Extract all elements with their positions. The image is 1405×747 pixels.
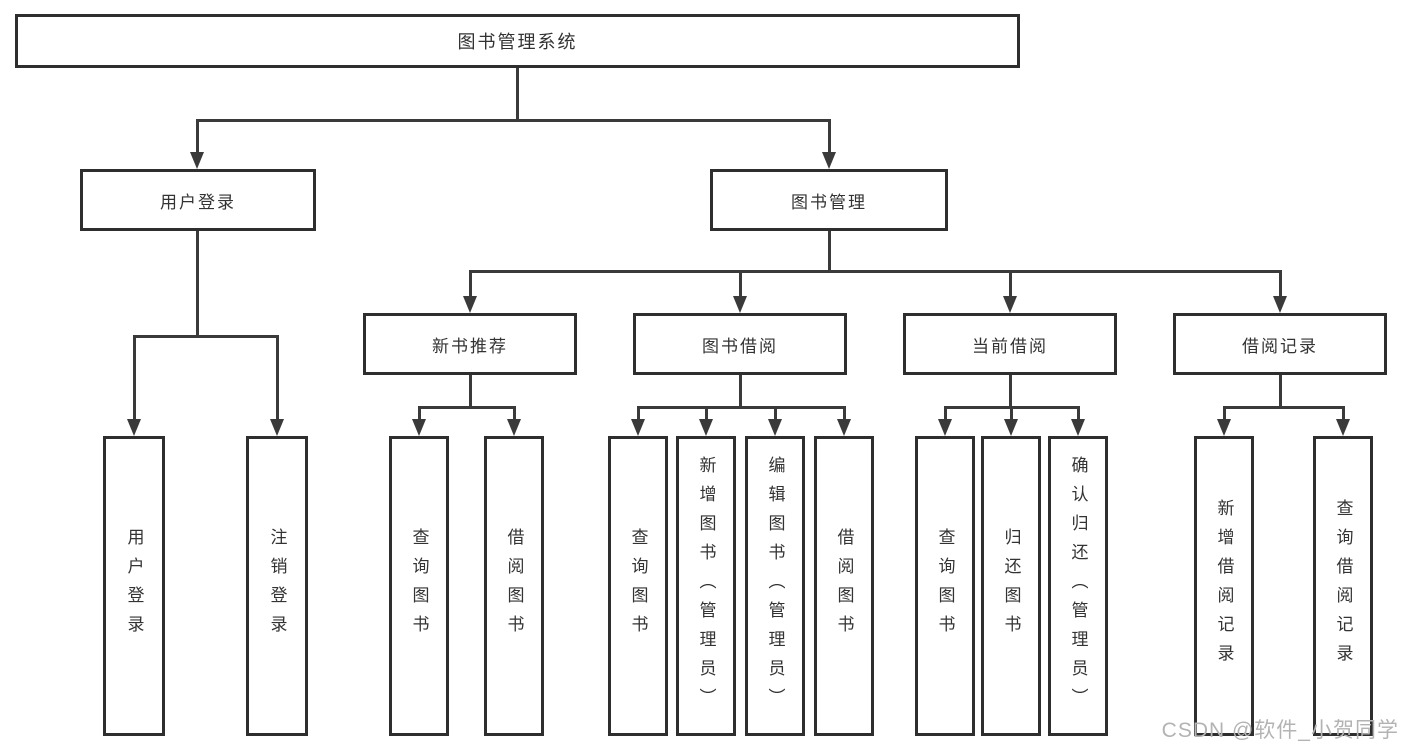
node-label: 用户登录 bbox=[160, 192, 236, 212]
leaf-label: 查询图书 bbox=[935, 528, 955, 644]
connector-segment bbox=[1279, 375, 1282, 409]
connector-segment bbox=[944, 406, 947, 424]
connector-segment bbox=[1010, 406, 1013, 424]
connector-segment bbox=[1009, 375, 1012, 409]
node-current-borrowing: 当前借阅 bbox=[903, 313, 1117, 375]
connector-segment bbox=[196, 119, 199, 157]
connector-segment bbox=[418, 406, 421, 424]
connector-segment bbox=[843, 406, 846, 424]
connector-segment bbox=[196, 119, 831, 122]
connector-segment bbox=[739, 375, 742, 409]
connector-segment bbox=[1223, 406, 1345, 409]
connector-segment bbox=[276, 335, 279, 424]
leaf-borrow-books-recommend: 借阅图书 bbox=[484, 436, 544, 736]
connector-segment bbox=[133, 335, 279, 338]
watermark: CSDN @软件_小贺同学 bbox=[1161, 719, 1399, 742]
node-library-management-system: 图书管理系统 bbox=[15, 14, 1020, 68]
connector-segment bbox=[196, 231, 199, 338]
node-book-borrowing: 图书借阅 bbox=[633, 313, 847, 375]
arrow-down-icon bbox=[768, 419, 782, 436]
arrow-down-icon bbox=[699, 419, 713, 436]
arrow-down-icon bbox=[1273, 296, 1287, 313]
arrow-down-icon bbox=[733, 296, 747, 313]
node-label: 当前借阅 bbox=[972, 336, 1048, 356]
connector-segment bbox=[133, 335, 136, 424]
leaf-return-books: 归还图书 bbox=[981, 436, 1041, 736]
connector-segment bbox=[828, 231, 831, 273]
connector-segment bbox=[774, 406, 777, 424]
connector-segment bbox=[1279, 270, 1282, 301]
leaf-user-login: 用户登录 bbox=[103, 436, 165, 736]
node-label: 图书管理系统 bbox=[457, 32, 578, 52]
arrow-down-icon bbox=[412, 419, 426, 436]
connector-segment bbox=[516, 68, 519, 122]
leaf-label: 确认归还（管理员） bbox=[1068, 455, 1088, 717]
leaf-query-books-borrow: 查询图书 bbox=[608, 436, 668, 736]
leaf-label: 用户登录 bbox=[124, 528, 144, 644]
node-user-login: 用户登录 bbox=[80, 169, 316, 231]
leaf-label: 新增借阅记录 bbox=[1214, 499, 1234, 673]
connector-segment bbox=[739, 270, 742, 301]
arrow-down-icon bbox=[1004, 419, 1018, 436]
arrow-down-icon bbox=[938, 419, 952, 436]
arrow-down-icon bbox=[1336, 419, 1350, 436]
arrow-down-icon bbox=[837, 419, 851, 436]
leaf-edit-books-admin: 编辑图书（管理员） bbox=[745, 436, 805, 736]
arrow-down-icon bbox=[1003, 296, 1017, 313]
leaf-add-books-admin: 新增图书（管理员） bbox=[676, 436, 736, 736]
leaf-add-borrow-record: 新增借阅记录 bbox=[1194, 436, 1254, 736]
connector-segment bbox=[1077, 406, 1080, 424]
leaf-label: 查询图书 bbox=[628, 528, 648, 644]
leaf-label: 新增图书（管理员） bbox=[696, 455, 716, 717]
connector-segment bbox=[705, 406, 708, 424]
leaf-query-books-recommend: 查询图书 bbox=[389, 436, 449, 736]
node-borrowing-records: 借阅记录 bbox=[1173, 313, 1387, 375]
arrow-down-icon bbox=[631, 419, 645, 436]
leaf-borrow-books: 借阅图书 bbox=[814, 436, 874, 736]
leaf-logout: 注销登录 bbox=[246, 436, 308, 736]
node-label: 新书推荐 bbox=[432, 336, 508, 356]
connector-segment bbox=[469, 270, 1282, 273]
leaf-label: 编辑图书（管理员） bbox=[765, 455, 785, 717]
leaf-query-books-current: 查询图书 bbox=[915, 436, 975, 736]
connector-segment bbox=[637, 406, 846, 409]
leaf-label: 借阅图书 bbox=[834, 528, 854, 644]
leaf-label: 注销登录 bbox=[267, 528, 287, 644]
arrow-down-icon bbox=[507, 419, 521, 436]
node-label: 图书管理 bbox=[791, 192, 867, 212]
node-label: 借阅记录 bbox=[1242, 336, 1318, 356]
node-label: 图书借阅 bbox=[702, 336, 778, 356]
leaf-label: 归还图书 bbox=[1001, 528, 1021, 644]
connector-segment bbox=[1342, 406, 1345, 424]
arrow-down-icon bbox=[1071, 419, 1085, 436]
arrow-down-icon bbox=[190, 152, 204, 169]
connector-segment bbox=[469, 375, 472, 409]
arrow-down-icon bbox=[127, 419, 141, 436]
connector-segment bbox=[1009, 270, 1012, 301]
connector-segment bbox=[637, 406, 640, 424]
arrow-down-icon bbox=[1217, 419, 1231, 436]
leaf-label: 查询图书 bbox=[409, 528, 429, 644]
connector-segment bbox=[418, 406, 516, 409]
connector-segment bbox=[469, 270, 472, 301]
arrow-down-icon bbox=[822, 152, 836, 169]
arrow-down-icon bbox=[463, 296, 477, 313]
node-new-book-recommendation: 新书推荐 bbox=[363, 313, 577, 375]
leaf-confirm-return-admin: 确认归还（管理员） bbox=[1048, 436, 1108, 736]
leaf-label: 借阅图书 bbox=[504, 528, 524, 644]
leaf-label: 查询借阅记录 bbox=[1333, 499, 1353, 673]
connector-segment bbox=[1223, 406, 1226, 424]
connector-segment bbox=[513, 406, 516, 424]
arrow-down-icon bbox=[270, 419, 284, 436]
leaf-query-borrow-record: 查询借阅记录 bbox=[1313, 436, 1373, 736]
connector-segment bbox=[828, 119, 831, 157]
node-book-management: 图书管理 bbox=[710, 169, 948, 231]
